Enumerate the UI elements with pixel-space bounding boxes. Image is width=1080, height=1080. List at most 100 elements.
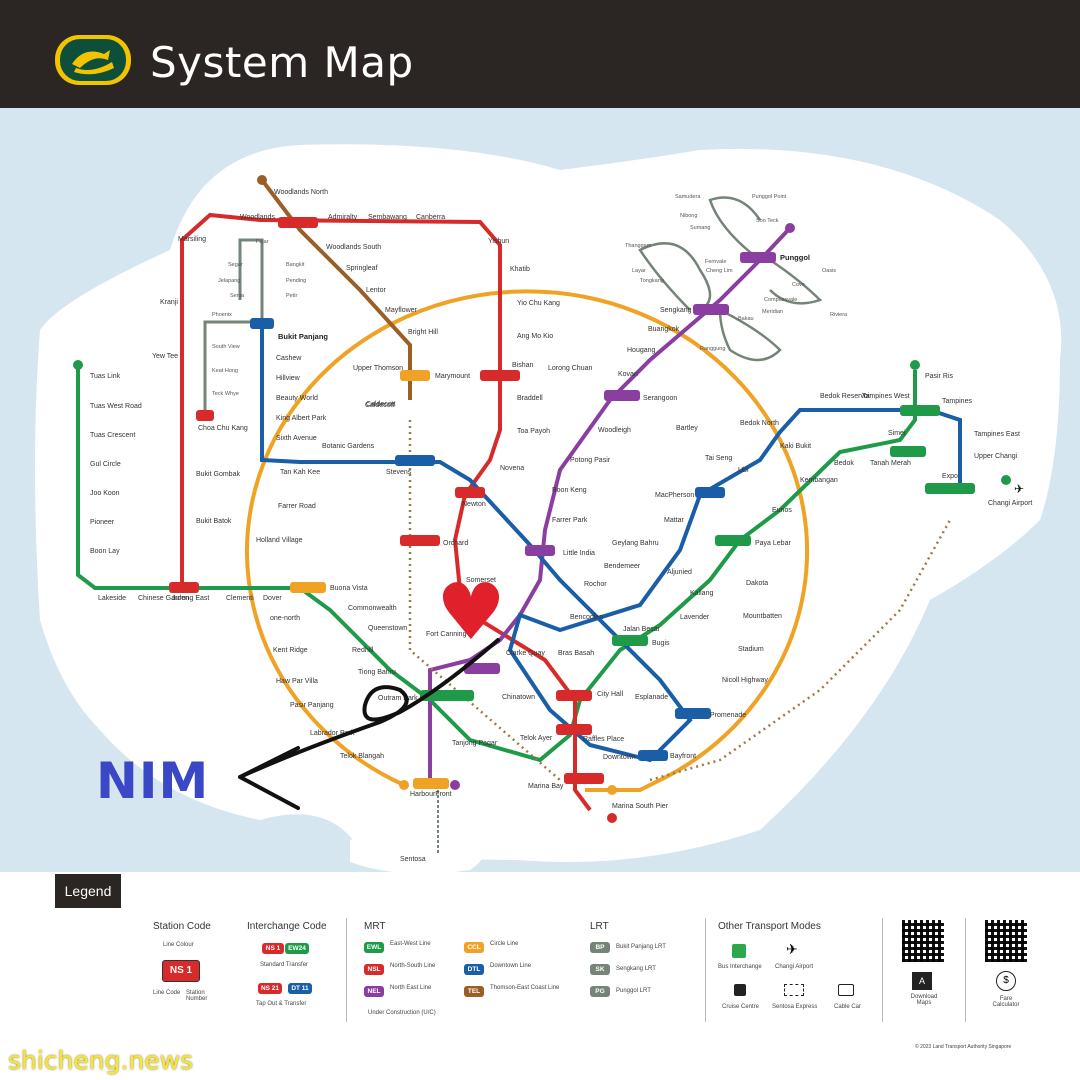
station-label: King Albert Park xyxy=(276,415,327,422)
station-label: Kallang xyxy=(690,590,713,597)
station-label: City Hall xyxy=(597,691,624,698)
heart-icon: ♥ xyxy=(436,568,506,658)
station-label: MacPherson xyxy=(655,492,694,499)
station-label: Springleaf xyxy=(346,265,378,272)
station-label: Hougang xyxy=(627,347,656,354)
station-label: Tai Seng xyxy=(705,455,732,462)
cable-car-icon xyxy=(838,984,854,996)
station-label: Tongkang xyxy=(640,278,664,284)
station-label: Tuas Link xyxy=(90,373,121,380)
station-label: Joo Koon xyxy=(90,490,120,497)
station-label: Nicoll Highway xyxy=(722,677,768,684)
station-label: Lavender xyxy=(680,614,710,621)
station-label: Potong Pasir xyxy=(570,457,611,464)
download-maps-qr[interactable] xyxy=(902,920,944,962)
annotation-label: NIM xyxy=(96,752,210,810)
page-title: System Map xyxy=(150,38,414,87)
legend-lrt-code: PG xyxy=(590,986,610,997)
legend-other-title: Other Transport Modes xyxy=(718,921,821,932)
legend-interchange-a2: EW24 xyxy=(285,943,309,954)
station-label: Cashew xyxy=(276,355,302,362)
station-label: Beauty World xyxy=(276,395,318,402)
system-map[interactable]: Tuas Link Tuas West Road Tuas Crescent G… xyxy=(0,108,1080,872)
station-label: Sixth Avenue xyxy=(276,435,317,442)
station-label: one-north xyxy=(270,615,300,622)
legend-lrt-title: LRT xyxy=(590,921,609,932)
station-label: Geylang Bahru xyxy=(612,540,659,547)
legend-lrt-code: BP xyxy=(590,942,610,953)
station-label: Tampines East xyxy=(974,431,1020,438)
station-label: Ubi xyxy=(738,467,749,474)
annotation-arrow xyxy=(238,638,500,810)
airport-icon: ✈ xyxy=(1014,482,1024,496)
station-label: Segar xyxy=(228,262,243,268)
legend-lrt-label: Bukit Panjang LRT xyxy=(616,944,666,950)
sentosa-express-icon xyxy=(784,984,804,996)
station-label: Yishun xyxy=(488,238,509,245)
station-label: Outram Park xyxy=(378,695,418,702)
station-label: Mountbatten xyxy=(743,613,782,620)
station-label: Keat Hong xyxy=(212,368,238,374)
station-label: Jelapang xyxy=(218,278,240,284)
header-bar: System Map xyxy=(0,0,1080,108)
station-label: Fernvale xyxy=(705,259,726,265)
north-south-line xyxy=(180,212,592,812)
station-label: Marina South Pier xyxy=(612,803,669,810)
station-label: Boon Keng xyxy=(552,487,587,494)
station-label: Dover xyxy=(263,595,282,602)
station-label: Thanggam xyxy=(625,243,652,249)
legend-mrt-code: DTL xyxy=(464,964,484,975)
station-label: Queenstown xyxy=(368,625,407,632)
station-label: HarbourFront xyxy=(410,791,452,798)
station-label: Punggol Point xyxy=(752,194,787,200)
legend-mrt-label: North-South Line xyxy=(390,963,436,969)
station-label: Marsiling xyxy=(178,236,206,243)
station-label: Novena xyxy=(500,465,524,472)
legend-lrt-label: Sengkang LRT xyxy=(616,966,656,972)
station-label: Bishan xyxy=(512,362,534,369)
station-label: Cove xyxy=(792,282,805,288)
station-label: Aljunied xyxy=(667,569,692,576)
fare-calculator-label: Fare Calculator xyxy=(992,996,1020,1008)
station-label: Layar xyxy=(632,268,646,274)
legend-tab[interactable]: Legend xyxy=(55,874,121,908)
station-label: Kaki Bukit xyxy=(780,443,811,450)
legend-interchange-title: Interchange Code xyxy=(247,921,327,932)
station-label: Nibong xyxy=(680,213,697,219)
legend-other-item: Cable Car xyxy=(834,1004,862,1010)
legend-other-item: Sentosa Express xyxy=(772,1004,818,1010)
station-label: Lentor xyxy=(366,287,387,294)
station-label: Bencoolen xyxy=(570,614,603,621)
cruise-centre-icon xyxy=(734,984,746,996)
station-label: Meridian xyxy=(762,309,783,315)
station-label: Chinese Garden xyxy=(138,595,189,602)
station-label: Caldecott xyxy=(365,402,395,409)
legend-mrt-label: Circle Line xyxy=(490,941,519,947)
legend-station-number: Station Number xyxy=(186,990,208,1002)
station-label: Downtown xyxy=(603,754,636,761)
legend-other-item: Cruise Centre xyxy=(722,1004,760,1010)
station-label: Samudera xyxy=(675,194,701,200)
station-label: Kranji xyxy=(160,299,178,306)
station-label: Woodleigh xyxy=(598,427,631,434)
legend-tapout-transfer: Tap Out & Transfer xyxy=(256,1001,307,1007)
station-label: Bras Basah xyxy=(558,650,594,657)
station-label: Eunos xyxy=(772,507,792,514)
station-label: Cheng Lim xyxy=(706,268,733,274)
station-label: Khatib xyxy=(510,266,530,273)
station-label: Petir xyxy=(286,293,297,299)
station-label: Tampines West xyxy=(862,393,910,400)
station-label: Rochor xyxy=(584,581,607,588)
station-label: Tampines xyxy=(942,398,972,405)
station-label: Marymount xyxy=(435,373,470,380)
station-label: Clarke Quay xyxy=(506,650,545,657)
station-label: Holland Village xyxy=(256,537,303,544)
legend-divider xyxy=(882,918,883,1022)
station-label: Pioneer xyxy=(90,519,115,526)
legend-line-colour: Line Colour xyxy=(163,942,194,948)
bus-interchange-icon xyxy=(732,944,746,958)
station-label: Woodlands xyxy=(240,214,275,221)
fare-calculator-qr[interactable] xyxy=(985,920,1027,962)
legend-mrt-title: MRT xyxy=(364,921,386,932)
station-label: Kovan xyxy=(618,371,638,378)
